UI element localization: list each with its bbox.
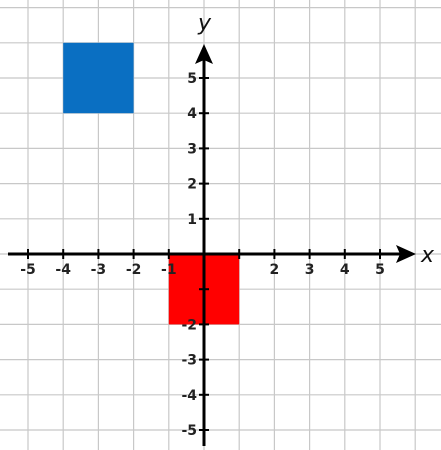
y-tick-label: -4 xyxy=(181,388,197,404)
x-tick-label: 3 xyxy=(305,262,315,278)
y-axis-name: y xyxy=(197,11,212,36)
y-axis-arrow-icon xyxy=(195,44,213,64)
y-tick-label: 5 xyxy=(187,71,197,87)
axes xyxy=(8,44,416,446)
y-tick-label: 4 xyxy=(187,106,197,122)
y-tick-label: -2 xyxy=(181,317,197,333)
y-tick-label: -3 xyxy=(181,353,197,369)
tick-labels: -5 -4 -3 -2 -1 2 3 4 5 5 4 3 2 1 -2 -3 -4 -5 xyxy=(20,71,385,439)
x-tick-label: 2 xyxy=(270,262,280,278)
y-tick-label: -5 xyxy=(181,423,197,439)
x-tick-label: 5 xyxy=(375,262,385,278)
y-tick-label: 2 xyxy=(187,177,197,193)
x-tick-label: -5 xyxy=(20,262,36,278)
x-axis-name: x xyxy=(420,243,435,268)
blue-square xyxy=(63,42,134,114)
x-tick-label: 4 xyxy=(340,262,350,278)
x-tick-label: -4 xyxy=(55,262,71,278)
y-tick-label: 1 xyxy=(187,212,197,228)
x-tick-label: -3 xyxy=(91,262,107,278)
y-tick-label: 3 xyxy=(187,141,197,157)
x-tick-label: -1 xyxy=(161,262,177,278)
tick-marks xyxy=(27,77,381,431)
x-axis-arrow-icon xyxy=(396,245,416,263)
x-tick-label: -2 xyxy=(126,262,142,278)
